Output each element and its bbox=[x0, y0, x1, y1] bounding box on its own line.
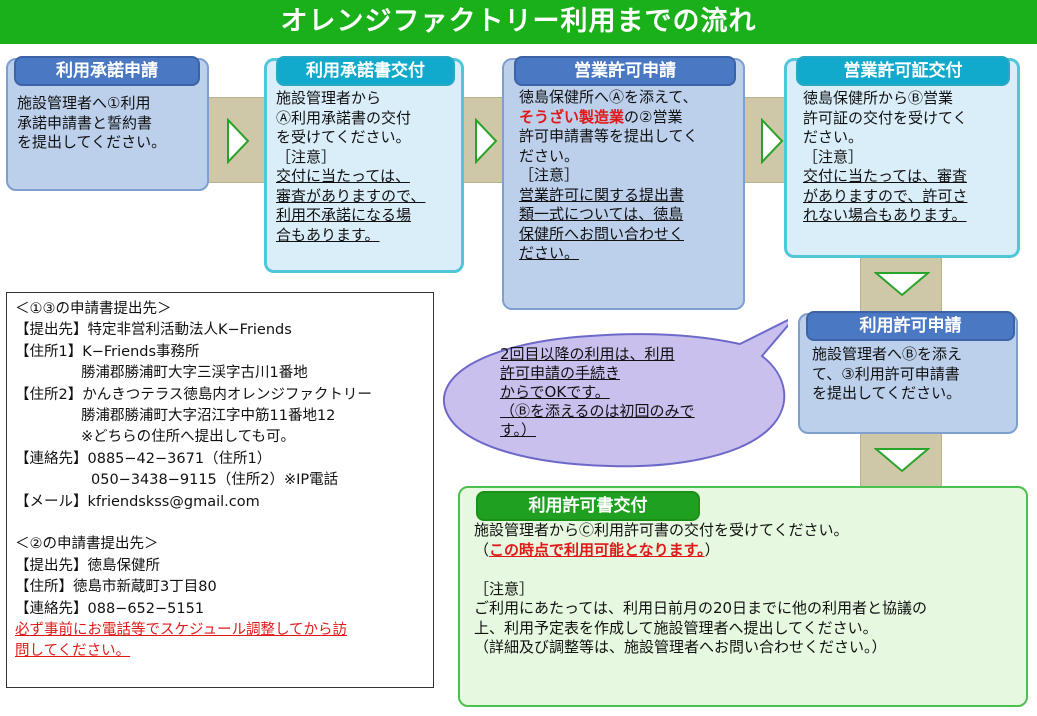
arrow-right-icon bbox=[226, 118, 250, 164]
callout-text: 2回目以降の利用は、利用 許可申請の手続き からでOKです。 （Ⓑを添えるのは初… bbox=[500, 345, 695, 439]
step-header: 利用許可書交付 bbox=[476, 491, 700, 521]
arrow-down-icon bbox=[874, 447, 930, 473]
step-text: ださい。 bbox=[803, 128, 864, 146]
step-header: 利用承諾書交付 bbox=[276, 56, 455, 86]
submission-address-box: ＜①③の申請書提出先＞ 【提出先】特定非営利活動法人K−Friends 【住所1… bbox=[6, 292, 434, 688]
step-business-permit-issued: 徳島保健所からⒷ営業 許可証の交付を受けてく ださい。 ［注意］ 交付に当たって… bbox=[784, 58, 1020, 258]
step-text: 施設管理者へⒷを添え bbox=[812, 345, 963, 363]
note-text: 類一式については、徳島 bbox=[519, 205, 684, 223]
arrow-down-icon bbox=[874, 271, 930, 297]
note-label: ［注意］ bbox=[474, 579, 535, 598]
step-text: 上、利用予定表を作成して施設管理者へ提出してください。 bbox=[474, 618, 878, 637]
step-text: 施設管理者からⒸ利用許可書の交付を受けてください。 bbox=[474, 521, 849, 539]
highlight-text: この時点で利用可能となります。 bbox=[489, 540, 705, 559]
note-text: 利用不承諾になる場 bbox=[276, 206, 412, 224]
arrow-right-icon bbox=[760, 118, 784, 164]
note-label: ［注意］ bbox=[276, 147, 337, 166]
step-text: そうざい製造業の②営業 bbox=[519, 107, 683, 126]
step-business-permit-application: 徳島保健所へⒶを添えて、 そうざい製造業の②営業 許可申請書等を提出してく ださ… bbox=[502, 58, 745, 310]
note-text: 交付に当たっては、 bbox=[276, 167, 410, 185]
address-line: 勝浦郡勝浦町大字沼江字中筋11番地12 bbox=[81, 408, 336, 425]
step-text: 許可証の交付を受けてく bbox=[803, 108, 968, 127]
note-text: れない場合もあります。 bbox=[803, 206, 967, 224]
address-line: 勝浦郡勝浦町大字三渓字古川1番地 bbox=[81, 365, 308, 382]
contact-line: 【連絡先】088−652−5151 bbox=[15, 600, 205, 617]
address-line: 【住所2】かんきつテラス徳島内オレンジファクトリー bbox=[15, 386, 372, 403]
step-text: （この時点で利用可能となります。） bbox=[474, 540, 720, 559]
warning-text: 必ず事前にお電話等でスケジュール調整してから訪 bbox=[15, 622, 348, 639]
step-text: 徳島保健所へⒶを添えて、 bbox=[519, 88, 698, 106]
step-header: 利用承諾申請 bbox=[14, 56, 200, 86]
contact-line: 【連絡先】0885−42−3671（住所1） bbox=[15, 450, 272, 467]
note-text: 交付に当たっては、審査 bbox=[803, 167, 967, 185]
highlight-text: そうざい製造業 bbox=[519, 107, 625, 126]
step-text: 徳島保健所からⒷ営業 bbox=[803, 89, 954, 107]
step-text: ださい。 bbox=[519, 146, 580, 165]
callout-bubble bbox=[443, 318, 788, 468]
note-text: がありますので、許可さ bbox=[803, 186, 968, 205]
step-text: を提出してください。 bbox=[812, 384, 962, 402]
step-consent-document-issued: 施設管理者から Ⓐ利用承諾書の交付 を受けてください。 ［注意］ 交付に当たって… bbox=[264, 58, 464, 273]
address-line: 【提出先】特定非営利活動法人K−Friends bbox=[15, 322, 292, 339]
arrow-right-icon bbox=[474, 118, 498, 164]
step-usage-permit-issued: 施設管理者からⒸ利用許可書の交付を受けてください。 （この時点で利用可能となりま… bbox=[458, 486, 1028, 707]
step-text: （詳細及び調整等は、施設管理者へお問い合わせください。） bbox=[474, 638, 887, 656]
address-line: 【住所】徳島市新蔵町3丁目80 bbox=[15, 579, 217, 596]
step-header: 利用許可申請 bbox=[806, 311, 1015, 341]
address-line: 【住所1】K−Friends事務所 bbox=[15, 343, 200, 360]
email-line: 【メール】kfriendskss@gmail.com bbox=[15, 493, 260, 510]
address-line: 【提出先】徳島保健所 bbox=[15, 557, 160, 574]
step-text: ご利用にあたっては、利用日前月の20日までに他の利用者と協議の bbox=[474, 599, 928, 617]
note-text: 保健所へお問い合わせく bbox=[519, 224, 685, 243]
step-header: 営業許可申請 bbox=[514, 56, 736, 86]
contact-line: 050−3438−9115（住所2）※IP電話 bbox=[91, 472, 339, 489]
step-text: 許可申請書等を提出してく bbox=[519, 127, 699, 145]
note-text: 審査がありますので、 bbox=[276, 186, 426, 205]
page-title: オレンジファクトリー利用までの流れ bbox=[0, 0, 1037, 44]
section-heading: ＜②の申請書提出先＞ bbox=[15, 536, 159, 553]
note-text: 合もあります。 bbox=[276, 225, 380, 244]
step-text: を受けてください。 bbox=[276, 128, 411, 146]
step-header: 営業許可証交付 bbox=[796, 56, 1010, 86]
note-text: 営業許可に関する提出書 bbox=[519, 185, 685, 204]
note-label: ［注意］ bbox=[519, 166, 580, 184]
section-heading: ＜①③の申請書提出先＞ bbox=[15, 301, 172, 317]
step-text: 承諾申請書と誓約書 bbox=[17, 113, 153, 132]
step-text: Ⓐ利用承諾書の交付 bbox=[276, 108, 412, 127]
note-label: ［注意］ bbox=[803, 147, 864, 166]
address-line: ※どちらの住所へ提出しても可。 bbox=[81, 429, 295, 446]
step-text: て、③利用許可申請書 bbox=[812, 364, 960, 383]
step-text: 施設管理者から bbox=[276, 89, 382, 107]
note-text: ださい。 bbox=[519, 244, 580, 262]
warning-text: 問してください。 bbox=[15, 643, 131, 660]
step-text: 施設管理者へ①利用 bbox=[17, 94, 151, 112]
step-text: を提出してください。 bbox=[17, 133, 167, 151]
